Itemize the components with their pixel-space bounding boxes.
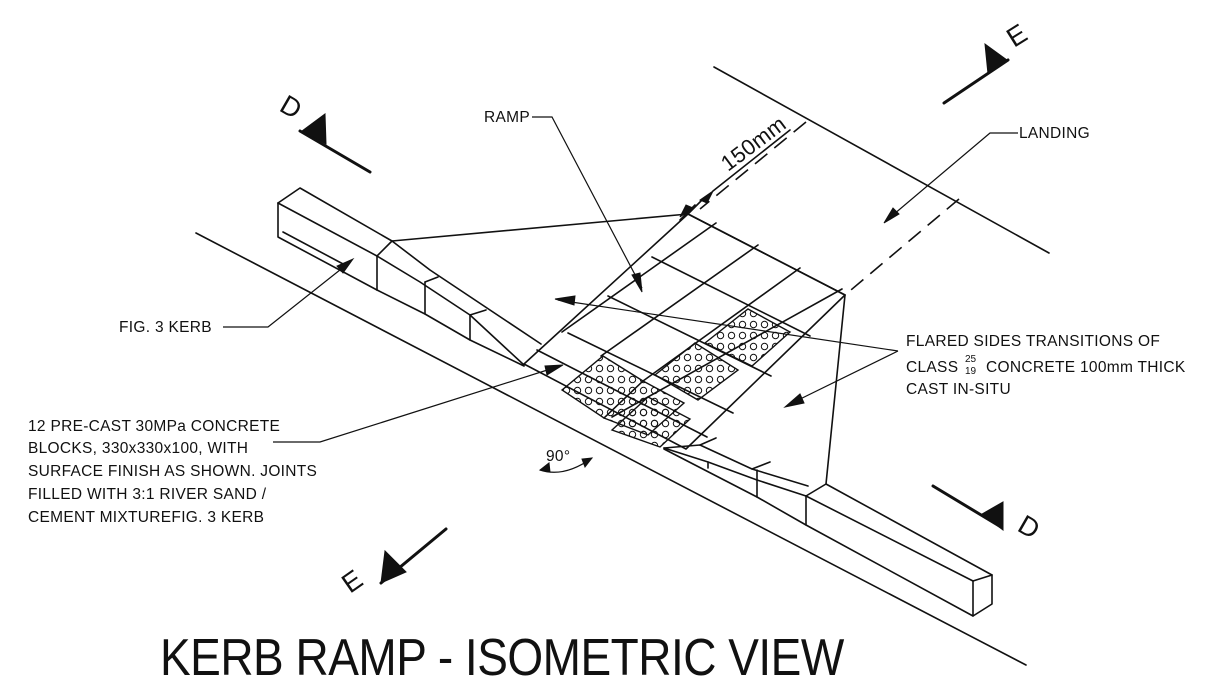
road-edge-lines <box>195 231 1027 666</box>
kerb-label: FIG. 3 KERB <box>119 319 212 336</box>
section-e-bottom-label: E <box>336 564 368 599</box>
section-marker-e-bottom: E <box>336 527 448 599</box>
landing-label: LANDING <box>1019 125 1090 142</box>
section-e-top-label: E <box>1001 18 1032 53</box>
angle-label: 90° <box>546 448 570 465</box>
section-marker-d-top: D <box>275 89 372 174</box>
flared-fraction-top: 25 <box>965 354 977 365</box>
dimension-150mm: 150mm <box>679 111 791 221</box>
tactile-blocks <box>560 308 792 448</box>
section-d-bottom-label: D <box>1013 509 1045 545</box>
blocks-line-1: 12 PRE-CAST 30MPa CONCRETE <box>28 418 280 435</box>
section-d-top-label: D <box>275 89 307 125</box>
ramp-label: RAMP <box>484 109 530 126</box>
blocks-note: 12 PRE-CAST 30MPa CONCRETE BLOCKS, 330x3… <box>28 418 317 526</box>
drawing-title: KERB RAMP - ISOMETRIC VIEW <box>160 629 844 683</box>
flared-line-3: CAST IN-SITU <box>906 381 1011 398</box>
left-kerb <box>277 187 542 367</box>
landing-lines <box>687 66 1050 296</box>
blocks-line-2: BLOCKS, 330x330x100, WITH <box>28 440 248 457</box>
section-marker-d-bottom: D <box>931 484 1045 545</box>
blocks-line-5: CEMENT MIXTUREFIG. 3 KERB <box>28 509 264 526</box>
leaders <box>223 116 1018 443</box>
flared-line-2-post: CONCRETE 100mm THICK <box>986 359 1186 376</box>
blocks-line-4: FILLED WITH 3:1 RIVER SAND / <box>28 486 267 503</box>
flared-sides-note: FLARED SIDES TRANSITIONS OF CLASS 25 19 … <box>906 333 1186 398</box>
angle-mark: 90° <box>538 448 594 473</box>
flared-line-2-pre: CLASS <box>906 359 958 376</box>
flared-fraction-bottom: 19 <box>965 366 977 377</box>
blocks-line-3: SURFACE FINISH AS SHOWN. JOINTS <box>28 463 317 480</box>
ramp-slab <box>391 213 846 485</box>
section-marker-e-top: E <box>942 18 1032 105</box>
flared-line-1: FLARED SIDES TRANSITIONS OF <box>906 333 1160 350</box>
